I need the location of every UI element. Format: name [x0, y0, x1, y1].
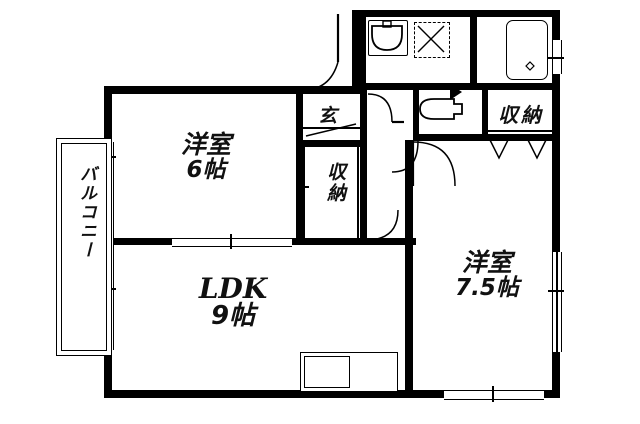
label-75jo-size: 7.5帖 [455, 275, 519, 302]
washing-machine-space-icon [414, 22, 450, 58]
balcony-inner-outline [61, 143, 107, 351]
closet-center-right-line [357, 147, 359, 238]
room-area-75jo [412, 226, 560, 394]
label-ldk: LDK 9帖 [178, 274, 288, 331]
closet-center-left-line [303, 147, 305, 238]
label-6jo-name: 洋室 [180, 130, 231, 159]
exterior-wall-bottom [104, 390, 560, 398]
toilet-icon [419, 98, 463, 120]
exterior-wall-top-left [104, 86, 304, 94]
window-tick-bottom [492, 386, 494, 402]
ldk-hall-door-arc [365, 209, 399, 241]
toilet-door-arc [367, 93, 393, 123]
interior-wall-genkan-right [360, 86, 367, 146]
room75-door-arc [412, 141, 456, 187]
interior-wall-service-div2 [470, 10, 477, 90]
interior-wall-service-div1 [359, 10, 366, 90]
window-tick-bath [548, 57, 564, 59]
washbasin-icon [368, 20, 408, 56]
bathtub-icon [506, 20, 548, 80]
exterior-wall-service-left [352, 10, 359, 90]
kitchen-sink-icon [304, 356, 350, 388]
window-75jo-bottom [444, 390, 544, 400]
interior-wall-center-closet-right [360, 140, 367, 245]
interior-wall-service-bottom [359, 83, 560, 90]
interior-wall-toilet-left [413, 90, 419, 140]
closet-right-label: 収納 [498, 103, 544, 127]
interior-wall-genkan-bottom [296, 140, 367, 147]
label-75jo: 洋室 7.5帖 [432, 248, 542, 302]
label-6jo: 洋室 6帖 [158, 130, 254, 184]
interior-wall-toilet-bottom [413, 134, 560, 141]
interior-wall-genkan-left [296, 86, 303, 146]
label-75jo-name: 洋室 [461, 248, 512, 277]
genkan-step-line [303, 127, 360, 129]
sliding-door-6jo-ldk[interactable] [172, 238, 292, 247]
closet-right-inner-line [488, 130, 552, 132]
interior-wall-center-closet-bottom [296, 238, 416, 245]
genkan-label: 玄 [318, 105, 338, 127]
label-6jo-size: 6帖 [186, 157, 226, 184]
balcony-label: バルコニー [76, 165, 96, 260]
exterior-wall-right [552, 10, 560, 398]
window-mullion-right [556, 252, 558, 352]
label-ldk-name: LDK [198, 272, 268, 305]
exterior-wall-top-right [352, 10, 560, 17]
label-ldk-size: 9帖 [210, 301, 256, 332]
interior-wall-ldk-right [405, 140, 413, 398]
closet-center-tick [296, 186, 309, 188]
exterior-wall-hall-top [296, 86, 360, 94]
interior-wall-right-closet-left [482, 90, 488, 140]
closet-center-label: 収納 [324, 162, 346, 204]
room-area-6jo [108, 90, 298, 238]
sliding-door-tick [230, 234, 232, 249]
interior-wall-6jo-right [296, 86, 303, 238]
